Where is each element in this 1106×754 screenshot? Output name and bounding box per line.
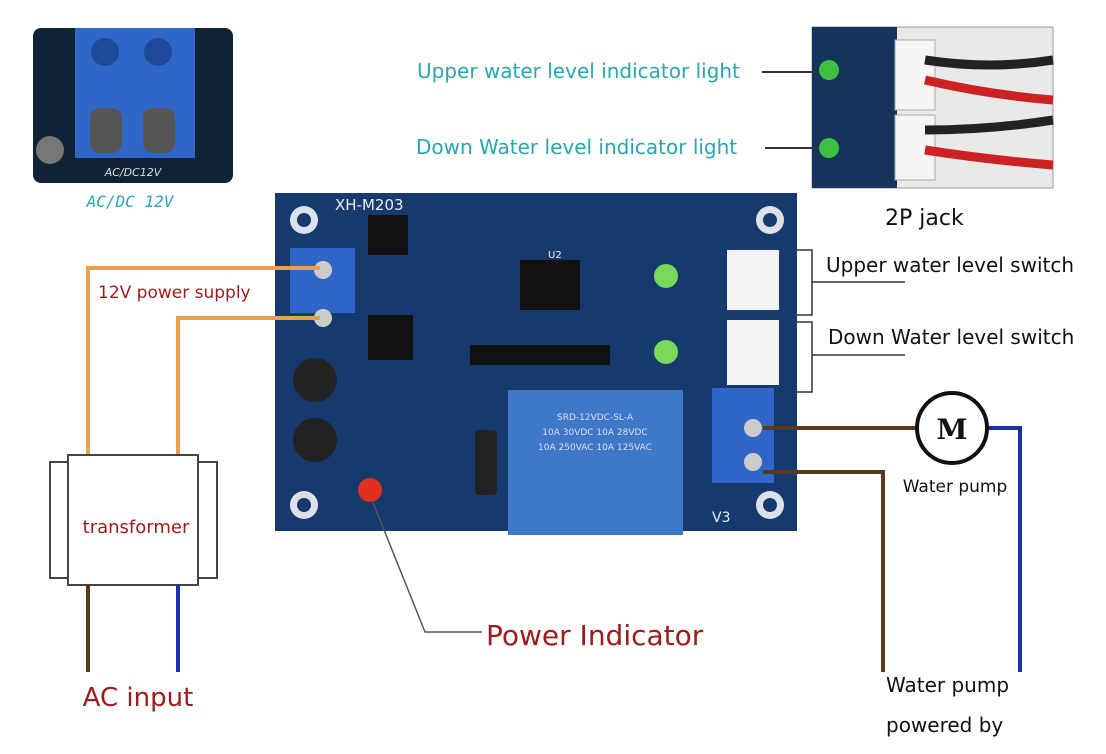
relay <box>508 390 683 535</box>
down-indicator-label: Down Water level indicator light <box>416 135 737 159</box>
motor-symbol <box>915 391 989 465</box>
jack-title: 2P jack <box>885 206 964 231</box>
upper-switch-jack <box>727 250 779 310</box>
pump-power-line1: Water pump <box>886 673 1009 697</box>
svg-text:10A 30VDC 10A 28VDC: 10A 30VDC 10A 28VDC <box>542 428 647 438</box>
svg-text:U2: U2 <box>548 250 562 261</box>
power-terminal-block <box>290 248 355 313</box>
power-led <box>358 478 382 502</box>
pump-power-line2: powered by <box>886 713 1003 737</box>
orange-wire-2 <box>176 316 320 455</box>
transformer-label: transformer <box>83 517 190 538</box>
terminal-inset-photo: AC/DC12V <box>33 28 233 183</box>
upper-indicator-label: Upper water level indicator light <box>417 59 740 83</box>
svg-text:SRD-12VDC-SL-A: SRD-12VDC-SL-A <box>557 413 634 423</box>
orange-wire-1 <box>86 266 320 462</box>
ac-input-label: AC input <box>83 683 194 713</box>
transformer-inner <box>67 454 199 586</box>
terminal-silk-label: AC/DC12V <box>104 166 163 179</box>
upper-led <box>654 264 678 288</box>
water-pump-label: Water pump <box>903 477 1008 497</box>
down-switch-jack <box>727 320 779 385</box>
controller-board: XH-M203 U2 SRD-12VDC-SL-A 10A 30VDC 10A … <box>275 193 797 535</box>
svg-text:M: M <box>937 413 968 446</box>
upper-switch-label: Upper water level switch <box>826 253 1074 277</box>
jack-inset-photo <box>811 26 1054 189</box>
board-model: XH-M203 <box>335 196 404 214</box>
terminal-voltage-label: AC/DC 12V <box>86 192 175 211</box>
power-supply-label: 12V power supply <box>98 283 251 303</box>
chip-u2 <box>520 260 580 310</box>
down-switch-label: Down Water level switch <box>828 325 1074 349</box>
svg-text:V3: V3 <box>712 510 730 526</box>
down-led <box>654 340 678 364</box>
svg-text:10A 250VAC 10A 125VAC: 10A 250VAC 10A 125VAC <box>538 443 652 453</box>
pump-terminal-block <box>712 388 774 483</box>
power-indicator-label: Power Indicator <box>486 619 704 652</box>
